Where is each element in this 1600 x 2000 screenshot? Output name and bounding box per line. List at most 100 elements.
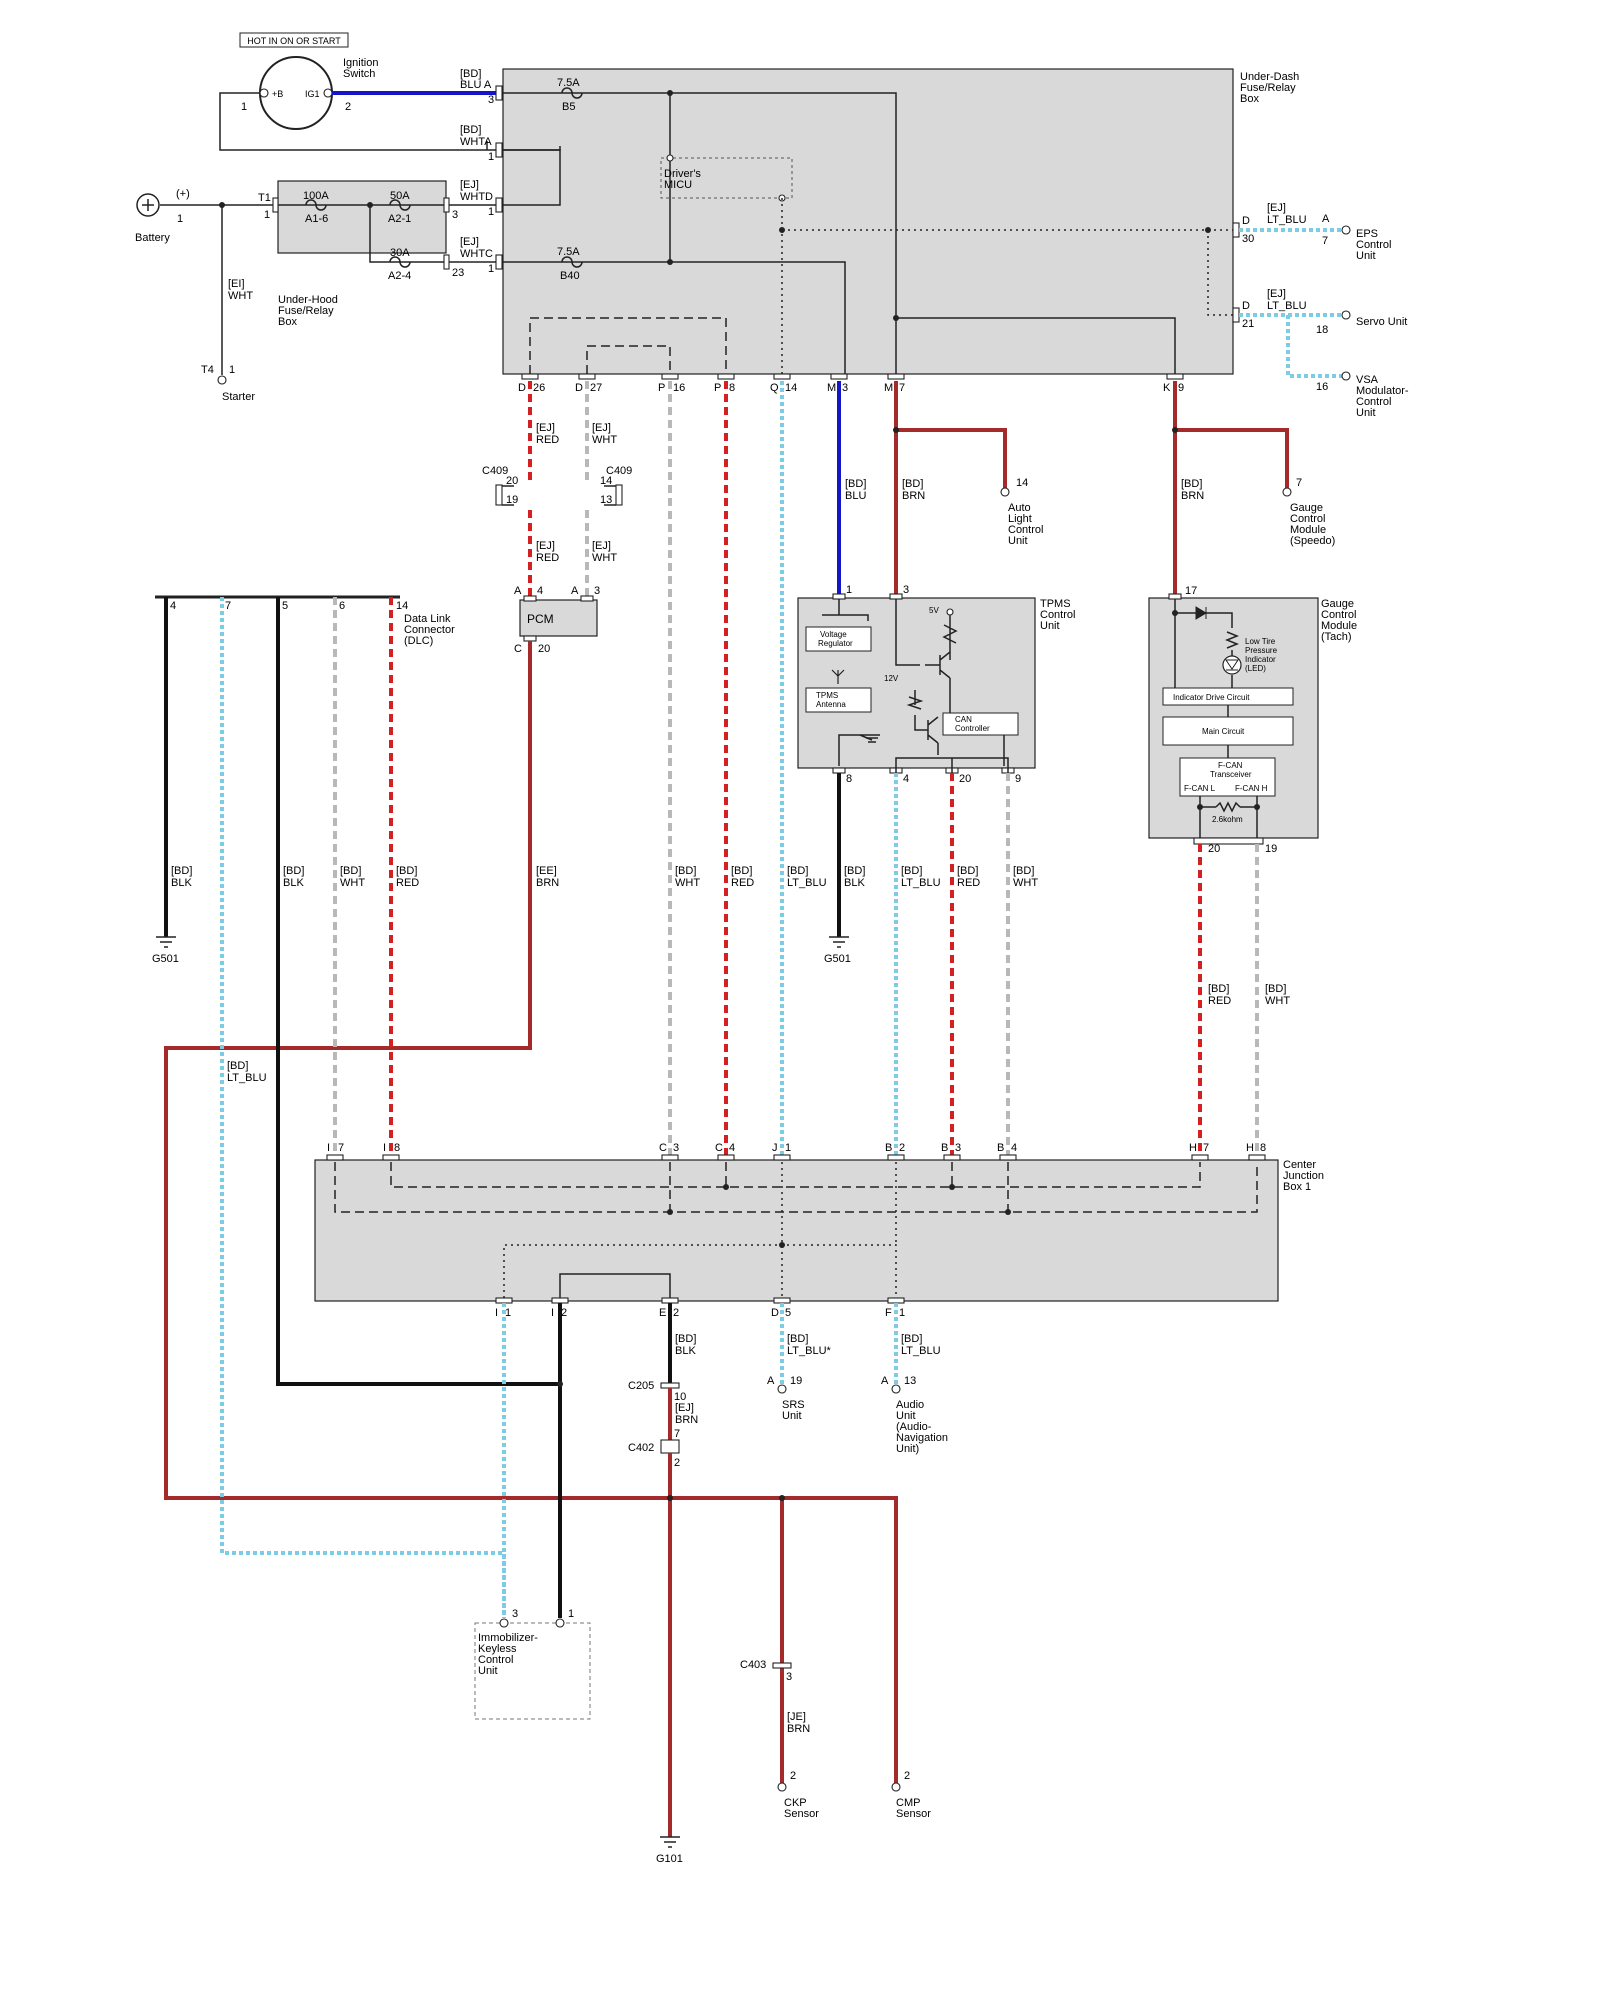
ej-red-top-2: RED <box>536 434 559 446</box>
hot-in-on-or-start-label: HOT IN ON OR START <box>247 36 341 46</box>
ej-wht-top-1: [EJ] <box>592 422 611 434</box>
ud-pin-m7-num: 7 <box>899 382 905 394</box>
ground-g101-label: G101 <box>656 1853 683 1865</box>
gauge-splice <box>1172 610 1178 616</box>
eps-wire-2: LT_BLU <box>1267 214 1307 226</box>
ud-pin-m3-terminal <box>830 373 848 380</box>
ud-pin-d26-letter: D <box>518 382 526 394</box>
eps-pin: 7 <box>1322 235 1328 247</box>
tpms-antenna-box <box>805 687 872 713</box>
t4-label: T4 <box>201 364 214 376</box>
tpms-internal-pwr <box>822 599 920 666</box>
cjb-top-c4-letter: C <box>715 1142 723 1154</box>
gauge-led-2: Pressure <box>1245 646 1278 655</box>
pcm-terminal-c20 <box>523 635 537 642</box>
servo-pin: 18 <box>1316 324 1328 336</box>
cjb-top-pin-j1 <box>773 1154 791 1161</box>
ignition-ig1-terminal <box>323 88 333 98</box>
bd-blu-a-pin: 3 <box>488 94 494 106</box>
servo-wire-2: LT_BLU <box>1267 300 1307 312</box>
wire-label-tpms20-b: RED <box>957 877 980 889</box>
wire-battery <box>160 204 275 375</box>
wire-label-q14-a: [BD] <box>787 865 808 877</box>
immo-title-2: Keyless <box>478 1643 517 1655</box>
pcm-a3-num: 3 <box>594 585 600 597</box>
dlc-pin-7: 7 <box>225 600 231 612</box>
ej-red-bottom-1: [EJ] <box>536 540 555 552</box>
pcm-20-num: 20 <box>538 643 550 655</box>
ud-box-title-3: Box <box>1240 93 1259 105</box>
wire-label-pcm-brn-b: BRN <box>536 877 559 889</box>
cjb-splice-j1 <box>779 1242 785 1248</box>
ud-internal-wht-bridge <box>502 149 561 206</box>
tpms-title-3: Unit <box>1040 620 1060 632</box>
ud-pin-d27-letter: D <box>575 382 583 394</box>
tpms-pin-9: 9 <box>1015 773 1021 785</box>
bd-blu-label-2: BLU <box>845 490 866 502</box>
gauge-pin19: 19 <box>1265 843 1277 855</box>
c402-connector <box>660 1439 680 1454</box>
c409-left-connector <box>495 484 503 506</box>
cjb-bottom-e2-letter: E <box>659 1307 666 1319</box>
dlc-pin-4: 4 <box>170 600 176 612</box>
fuse-b5-id: B5 <box>562 101 575 113</box>
gauge-can-lines <box>1199 796 1258 838</box>
fuse-b40 <box>561 256 583 268</box>
pcm-terminal-a3 <box>580 595 594 602</box>
cjb-bottom-f1-letter: F <box>885 1307 892 1319</box>
ej-whtc-1: [EJ] <box>460 236 479 248</box>
ud-pin-p16-terminal <box>661 373 679 380</box>
ckp-title-1: CKP <box>784 1797 807 1809</box>
ud-internal-can-dots <box>781 198 1240 374</box>
wire-dlc5-blk <box>276 597 560 1386</box>
pcm-box <box>519 599 598 637</box>
servo-terminal <box>1341 310 1351 320</box>
d30-letter: D <box>1242 215 1250 227</box>
tpms-antenna-2: Antenna <box>816 700 846 709</box>
wire-label-dlc5-a: [BD] <box>283 865 304 877</box>
ej-wht-bottom-1: [EJ] <box>592 540 611 552</box>
ud-terminal-d30 <box>1232 222 1240 238</box>
bd-blu-a-2: BLU A <box>460 79 492 91</box>
cjb-top-b4-letter: B <box>997 1142 1004 1154</box>
immo-terminal-1 <box>555 1618 565 1628</box>
ckp-title-2: Sensor <box>784 1808 819 1820</box>
srs-wire-1: [BD] <box>787 1333 808 1345</box>
ud-pin-m7-letter: M <box>884 382 893 394</box>
gauge-resistor-label: 2.6kohm <box>1212 815 1243 824</box>
starter-label: Starter <box>222 391 255 403</box>
gauge-title-2: Control <box>1321 609 1356 621</box>
cjb-title-3: Box 1 <box>1283 1181 1311 1193</box>
dlc-pin-14: 14 <box>396 600 408 612</box>
bd-brn-k-label-1: [BD] <box>1181 478 1202 490</box>
cjb-top-i7-letter: I <box>327 1142 330 1154</box>
srs-a: A <box>767 1375 775 1387</box>
cjb-top-h8-letter: H <box>1246 1142 1254 1154</box>
eps-title-2: Control <box>1356 239 1391 251</box>
cjb-top-b2-num: 2 <box>899 1142 905 1154</box>
cjb-top-pin-h7 <box>1191 1154 1209 1161</box>
fuse-a2-4-id: A2-4 <box>388 270 411 282</box>
gauge-pin20: 20 <box>1208 843 1220 855</box>
cjb-top-b4-num: 4 <box>1011 1142 1017 1154</box>
immo-title-4: Unit <box>478 1665 498 1677</box>
pcm-terminal-a4 <box>523 595 537 602</box>
uh-box-title-2: Fuse/Relay <box>278 305 334 317</box>
ud-pin-p8-terminal <box>717 373 735 380</box>
ignition-ig1-label: IG1 <box>305 89 320 99</box>
ignition-switch-title-1: Ignition <box>343 57 378 69</box>
wire-label-dlc4-b: BLK <box>171 877 192 889</box>
tpms-bottom-bus <box>895 757 1009 773</box>
wire-label-gauge19-a: [BD] <box>1265 983 1286 995</box>
immo-terminal-3 <box>499 1618 509 1628</box>
cjb-top-h7-letter: H <box>1189 1142 1197 1154</box>
wire-label-tpms4-a: [BD] <box>901 865 922 877</box>
cjb-top-pin-i7 <box>326 1154 344 1161</box>
wire-label-dlc5-b: BLK <box>283 877 304 889</box>
battery-label: Battery <box>135 232 170 244</box>
auto-light-title-1: Auto <box>1008 502 1031 514</box>
ej-red-bottom-2: RED <box>536 552 559 564</box>
auto-light-title-2: Light <box>1008 513 1032 525</box>
ignition-pin1: 1 <box>241 101 247 113</box>
